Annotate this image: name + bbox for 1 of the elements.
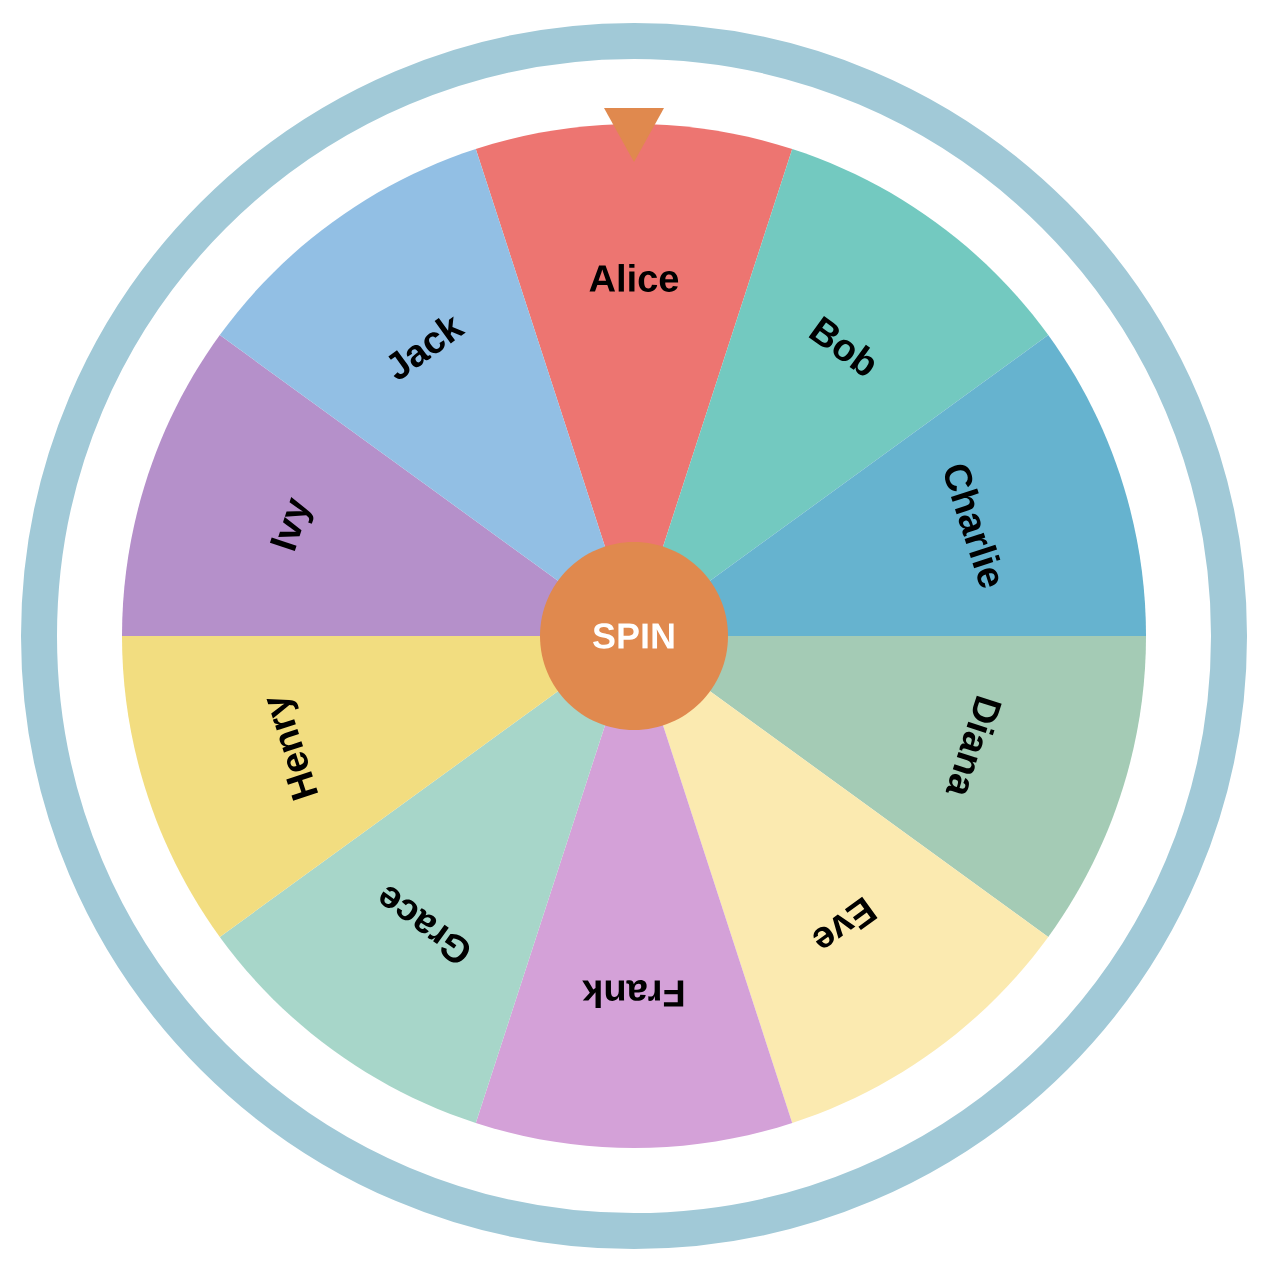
spin-button: SPIN: [540, 542, 728, 730]
